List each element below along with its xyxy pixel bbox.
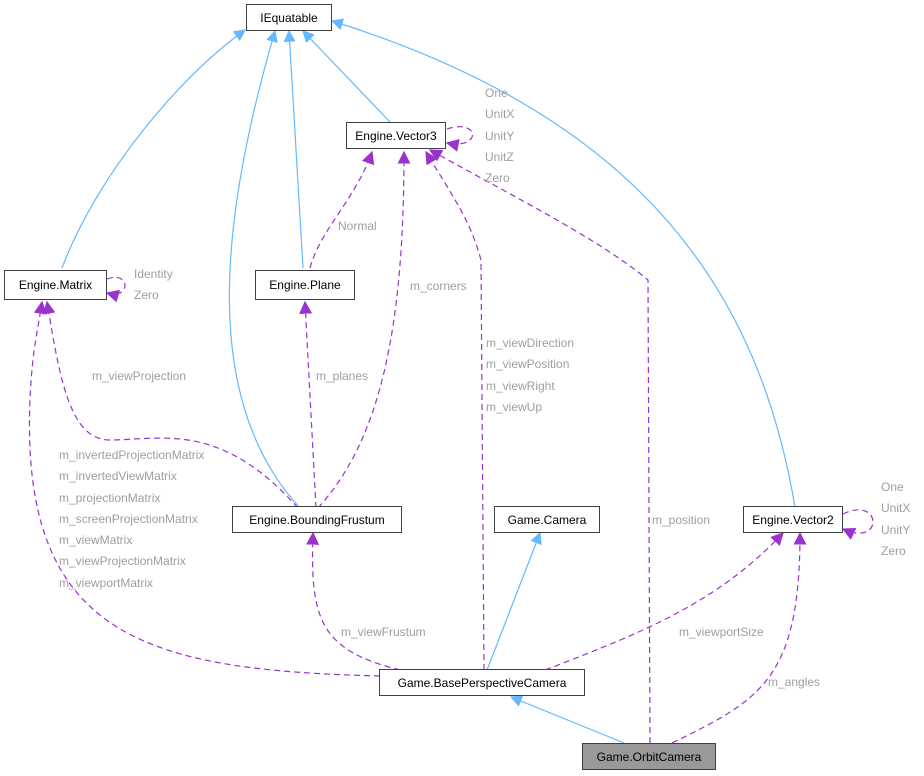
label-m-corners: m_corners <box>410 279 467 293</box>
label-m-view-projection-matrix: m_viewProjectionMatrix <box>59 554 186 569</box>
label-vector2-one: One <box>881 480 904 494</box>
edge-orbit-base <box>509 695 625 744</box>
label-m-position: m_position <box>652 513 711 527</box>
edge-base-vector3 <box>425 150 485 671</box>
edge-matrix-self <box>105 276 126 303</box>
label-vector2-unitx: UnitX <box>881 501 911 516</box>
label-matrix-zero: Zero <box>134 288 159 303</box>
edge-frustum-matrix <box>42 300 299 509</box>
label-m-view-right: m_viewRight <box>486 378 555 393</box>
label-m-viewport-matrix: m_viewportMatrix <box>59 575 154 590</box>
edge-vector2-iequatable <box>330 18 796 508</box>
label-m-screen-projection-matrix: m_screenProjectionMatrix <box>59 511 198 526</box>
edge-matrix-iequatable <box>61 29 246 269</box>
label-base-matrix-members: m_invertedProjectionMatrix m_invertedVie… <box>59 445 204 594</box>
label-normal: Normal <box>338 219 377 233</box>
node-game-orbit-camera[interactable]: Game.OrbitCamera <box>582 743 716 770</box>
edge-base-matrix <box>28 300 381 677</box>
node-game-camera[interactable]: Game.Camera <box>494 506 600 533</box>
node-engine-matrix[interactable]: Engine.Matrix <box>4 270 107 300</box>
label-m-view-frustum: m_viewFrustum <box>341 625 426 639</box>
node-engine-vector3[interactable]: Engine.Vector3 <box>346 122 446 149</box>
edge-plane-iequatable <box>283 29 304 269</box>
edge-base-frustum <box>306 531 401 671</box>
label-vector3-unity: UnitY <box>485 128 515 143</box>
edge-plane-vector3 <box>309 150 375 269</box>
edge-vector2-self <box>841 509 874 540</box>
node-iequatable[interactable]: IEquatable <box>246 4 332 31</box>
edge-frustum-vector3 <box>317 150 411 509</box>
edge-base-camera <box>486 531 542 671</box>
edge-frustum-plane <box>299 300 317 509</box>
label-m-view-matrix: m_viewMatrix <box>59 533 133 548</box>
label-m-planes: m_planes <box>316 369 369 383</box>
label-vector3-self-members: One UnitX UnitY UnitZ Zero <box>485 83 514 189</box>
label-m-view-direction: m_viewDirection <box>486 336 575 350</box>
node-engine-vector2[interactable]: Engine.Vector2 <box>743 506 843 533</box>
label-m-view-position: m_viewPosition <box>486 357 570 372</box>
label-vector3-unitz: UnitZ <box>485 149 514 164</box>
node-engine-plane[interactable]: Engine.Plane <box>255 270 355 300</box>
label-m-viewport-size: m_viewportSize <box>679 625 764 639</box>
edge-orbit-vector3 <box>428 149 651 744</box>
edge-orbit-vector2 <box>671 531 807 744</box>
label-m-view-up: m_viewUp <box>486 399 543 414</box>
edge-vector3-iequatable <box>302 30 391 123</box>
label-m-projection-matrix: m_projectionMatrix <box>59 490 161 505</box>
label-vector3-one: One <box>485 86 508 100</box>
label-vector2-unity: UnitY <box>881 522 911 537</box>
label-matrix-identity: Identity <box>134 267 173 281</box>
edge-vector3-self <box>445 126 473 152</box>
label-base-vector3-members: m_viewDirection m_viewPosition m_viewRig… <box>486 333 574 418</box>
label-vector3-zero: Zero <box>485 171 510 186</box>
node-game-base-perspective-camera[interactable]: Game.BasePerspectiveCamera <box>379 669 585 696</box>
label-vector2-self-members: One UnitX UnitY Zero <box>881 477 910 562</box>
edge-frustum-iequatable <box>228 29 301 509</box>
node-engine-bounding-frustum[interactable]: Engine.BoundingFrustum <box>232 506 402 533</box>
label-m-inverted-view-matrix: m_invertedViewMatrix <box>59 469 177 484</box>
edge-base-vector2 <box>544 532 784 671</box>
label-vector3-unitx: UnitX <box>485 107 515 122</box>
label-matrix-self-members: Identity Zero <box>134 264 173 307</box>
label-m-angles: m_angles <box>768 675 821 689</box>
label-m-view-projection: m_viewProjection <box>92 369 187 383</box>
label-vector2-zero: Zero <box>881 543 906 558</box>
label-m-inverted-projection-matrix: m_invertedProjectionMatrix <box>59 448 205 462</box>
